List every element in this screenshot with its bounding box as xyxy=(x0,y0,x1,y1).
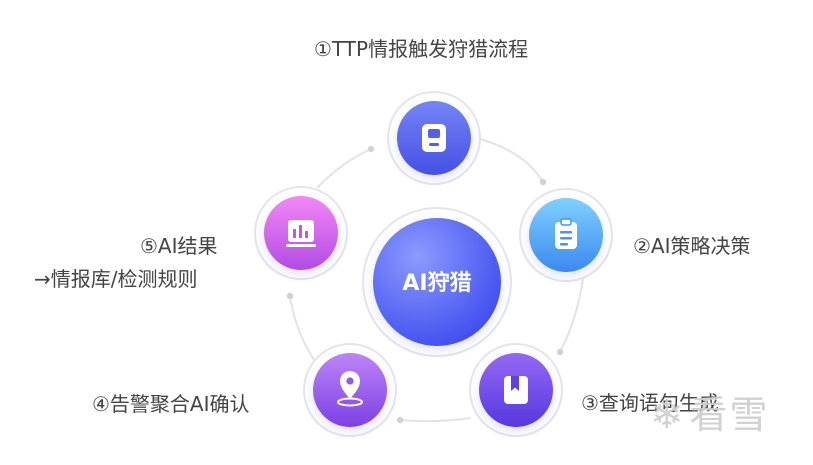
center-hub: AI狩猎 xyxy=(362,207,512,357)
step-label-5-line2: →情报库/检测规则 xyxy=(34,267,198,291)
connector-dot xyxy=(286,292,294,300)
step-label-2: ②AI策略决策 xyxy=(633,234,751,258)
step-node-5 xyxy=(254,186,348,280)
connector-dot xyxy=(367,145,375,153)
arc-4-5 xyxy=(289,295,315,361)
connector-dot xyxy=(539,178,547,186)
connector-dot xyxy=(396,416,404,424)
clipboard-list-icon xyxy=(555,218,577,249)
arc-3-4 xyxy=(399,417,471,423)
step-label-4: ④告警聚合AI确认 xyxy=(92,392,250,416)
connector-dots xyxy=(286,145,564,424)
arc-2-3 xyxy=(559,271,585,353)
bar-chart-icon xyxy=(286,220,316,247)
arc-1-2 xyxy=(479,138,544,183)
connector-arcs xyxy=(289,138,585,423)
arc-5-1 xyxy=(317,148,372,188)
step-node-1 xyxy=(387,91,481,185)
step-node-3 xyxy=(469,343,563,437)
location-pin-icon xyxy=(337,371,363,407)
step-node-2 xyxy=(519,188,613,282)
step-label-1: ①TTP情报触发狩猎流程 xyxy=(314,37,529,61)
connector-dot xyxy=(556,348,564,356)
bookmark-doc-icon xyxy=(504,376,528,404)
step-label-5-line1: ⑤AI结果 xyxy=(140,234,218,258)
step-label-3: ③查询语句生成 xyxy=(581,391,719,415)
step-node-4 xyxy=(303,343,397,437)
badge-id-icon xyxy=(422,124,446,152)
center-label: AI狩猎 xyxy=(402,270,471,296)
